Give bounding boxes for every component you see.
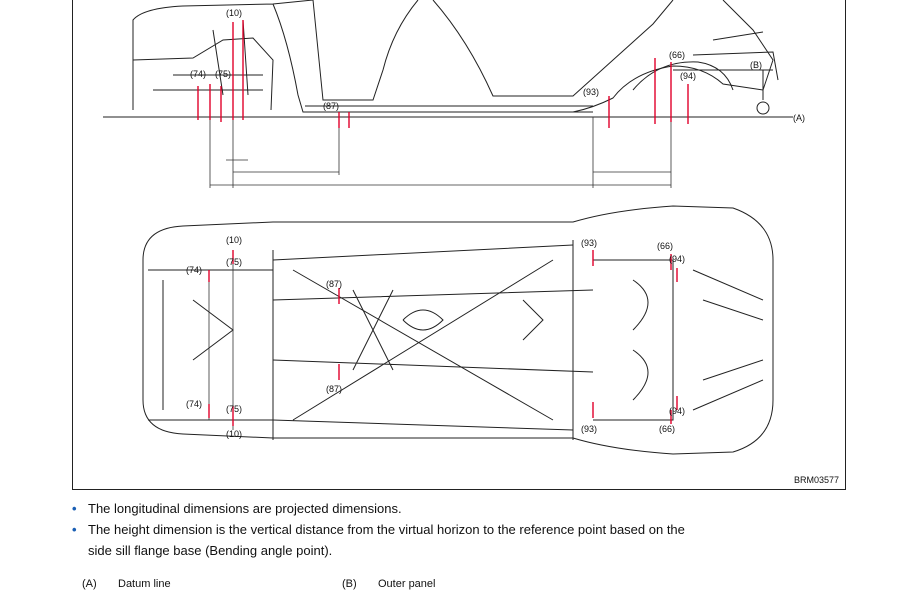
legend-label: Outer panel — [378, 578, 436, 590]
label-87-bot: (87) — [326, 384, 342, 394]
label-94-top: (94) — [669, 254, 685, 264]
note-item-continuation: side sill flange base (Bending angle poi… — [70, 540, 870, 561]
legend-item-A: (A) Datum line — [82, 578, 171, 590]
rear-suspension — [572, 240, 764, 440]
label-94-bot: (94) — [669, 406, 685, 416]
legend-key: (B) — [342, 578, 357, 590]
bottom-labels: (10) (75) (74) (87) (87) (74) (75) (10) … — [186, 235, 685, 439]
legend-key: (A) — [82, 578, 97, 590]
label-B: (B) — [750, 60, 762, 70]
label-75: (75) — [215, 69, 231, 79]
front-frame-rails — [148, 250, 274, 440]
label-87: (87) — [323, 101, 339, 111]
bullet: • — [72, 501, 77, 516]
label-66-bot: (66) — [659, 424, 675, 434]
label-74-bot: (74) — [186, 399, 202, 409]
label-74-top: (74) — [186, 265, 202, 275]
note-item: • The height dimension is the vertical d… — [70, 519, 870, 540]
label-A: (A) — [793, 113, 805, 123]
note-item: • The longitudinal dimensions are projec… — [70, 498, 870, 519]
note-text: The height dimension is the vertical dis… — [88, 522, 685, 537]
note-text: The longitudinal dimensions are projecte… — [88, 501, 402, 516]
label-66: (66) — [669, 50, 685, 60]
label-74: (74) — [190, 69, 206, 79]
label-66-top: (66) — [657, 241, 673, 251]
label-10-top: (10) — [226, 235, 242, 245]
label-10-bot: (10) — [226, 429, 242, 439]
legend-item-B: (B) Outer panel — [342, 578, 435, 590]
bottom-detail — [192, 299, 544, 361]
side-front-structure — [132, 19, 274, 111]
label-93-top: (93) — [581, 238, 597, 248]
label-87-top: (87) — [326, 279, 342, 289]
legend-label: Datum line — [118, 578, 171, 590]
bottom-markers — [208, 250, 678, 426]
cross-braces — [272, 244, 574, 431]
side-labels: (10) (74) (75) (87) (93) (66) (94) (B) (… — [190, 8, 805, 123]
note-text: side sill flange base (Bending angle poi… — [88, 543, 333, 558]
label-93: (93) — [583, 87, 599, 97]
side-body-outline — [132, 0, 774, 113]
bottom-dimension-lines — [208, 250, 234, 430]
body-dimension-figure: (10) (74) (75) (87) (93) (66) (94) (B) (… — [72, 0, 846, 490]
label-10: (10) — [226, 8, 242, 18]
figure-reference-code: BRM03577 — [793, 475, 839, 485]
notes-list: • The longitudinal dimensions are projec… — [70, 498, 870, 561]
center-tunnel — [272, 289, 594, 373]
label-93-bot: (93) — [581, 424, 597, 434]
outer-panel-ref — [756, 101, 770, 115]
side-sill — [303, 105, 593, 113]
bottom-view — [142, 205, 774, 455]
side-window-frame — [312, 0, 674, 101]
label-94: (94) — [680, 71, 696, 81]
bullet: • — [72, 522, 77, 537]
side-markers — [197, 20, 689, 128]
side-view — [103, 0, 793, 188]
label-75-bot: (75) — [226, 404, 242, 414]
side-rear-structure — [632, 31, 779, 91]
side-dimension-lines — [209, 117, 672, 188]
label-75-top: (75) — [226, 257, 242, 267]
body-diagram: (10) (74) (75) (87) (93) (66) (94) (B) (… — [103, 0, 805, 455]
